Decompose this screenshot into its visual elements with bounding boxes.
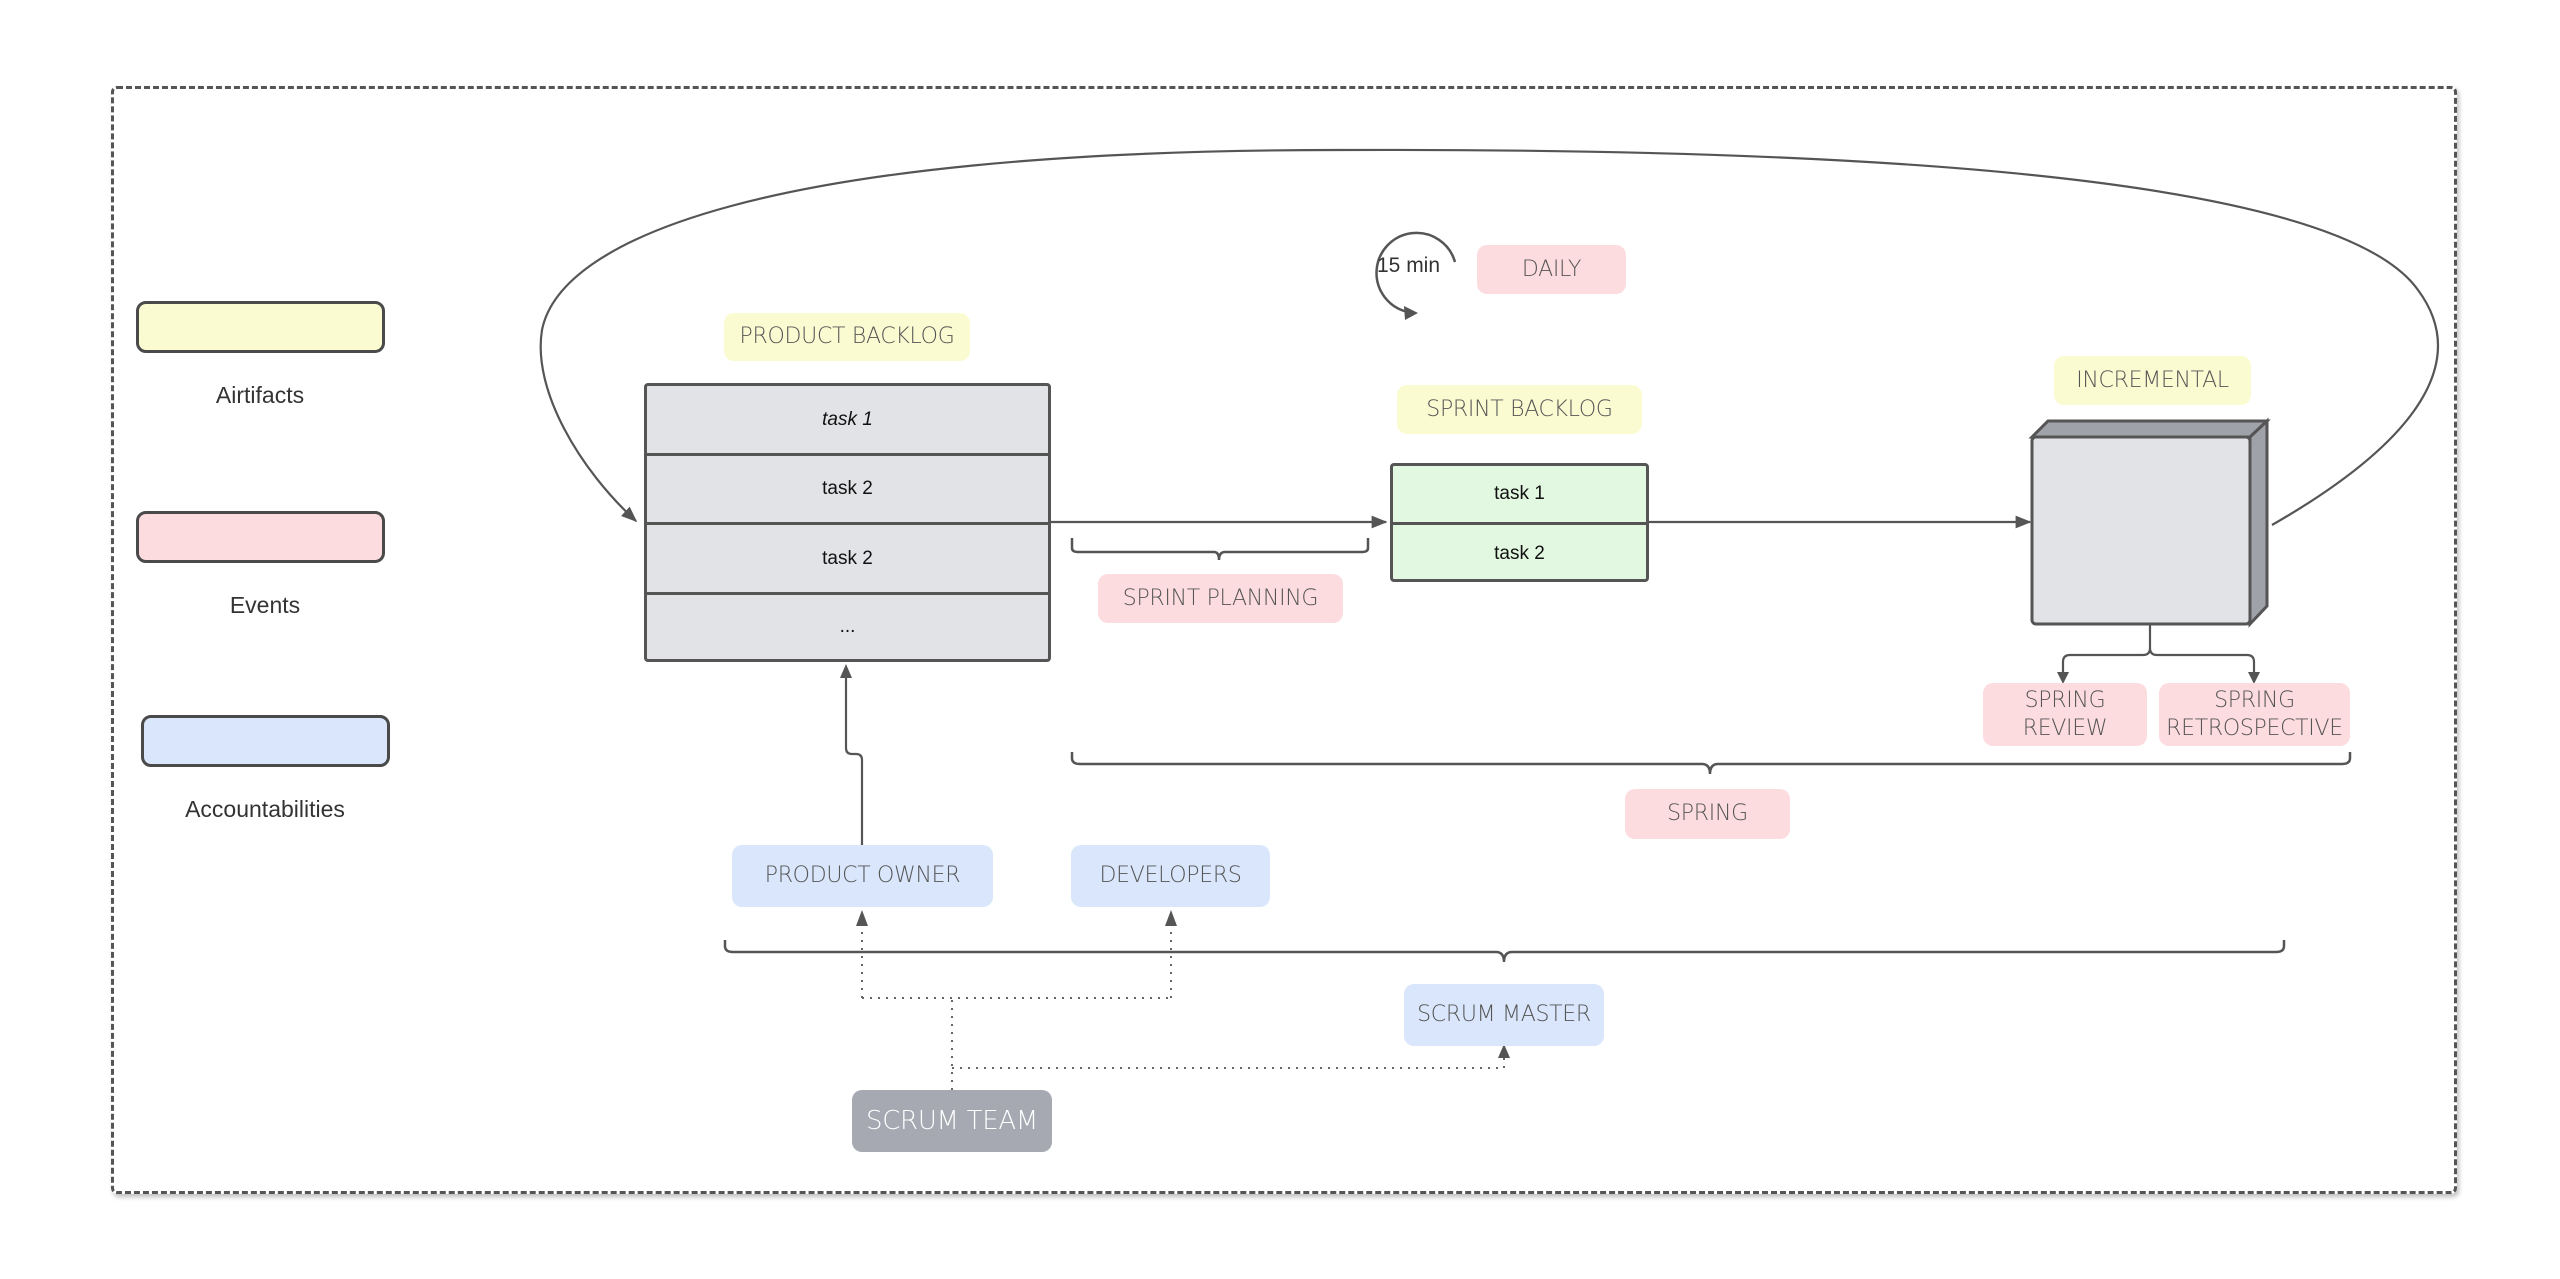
- owner-to-backlog-arrowhead: [840, 664, 852, 678]
- product-backlog-label: PRODUCT BACKLOG: [724, 313, 970, 361]
- increment-cube: [2028, 417, 2271, 628]
- master-arrowhead: [1498, 1044, 1510, 1058]
- diagram-frame: [111, 86, 2457, 1194]
- sprint-backlog-table: task 1 task 2: [1390, 463, 1649, 582]
- spring-retrospective-event: SPRING RETROSPECTIVE: [2159, 683, 2350, 746]
- owner-arrowhead: [856, 910, 868, 926]
- legend-events-label: Events: [229, 592, 301, 618]
- scrum-master-role: SCRUM MASTER: [1404, 984, 1604, 1046]
- legend-artifacts-swatch: [136, 301, 385, 353]
- timer-label: 15 min: [1377, 254, 1441, 277]
- retro-arrowhead: [2248, 672, 2260, 684]
- product-backlog-row: task 2: [647, 525, 1048, 595]
- daily-event: DAILY: [1477, 245, 1626, 294]
- feedback-loop-arrow: [539, 148, 2440, 526]
- legend-accountabilities-swatch: [141, 715, 390, 767]
- developers-arrowhead: [1165, 910, 1177, 926]
- sprint-planning-brace: [1070, 538, 1370, 561]
- incremental-label: INCREMENTAL: [2054, 356, 2251, 405]
- spring-brace: [1070, 752, 2352, 775]
- product-backlog-table: task 1 task 2 task 2 ...: [644, 383, 1051, 662]
- product-backlog-row: task 2: [647, 456, 1048, 525]
- sprint-backlog-label: SPRINT BACKLOG: [1397, 385, 1642, 434]
- sprint-backlog-row: task 1: [1393, 466, 1646, 525]
- spring-event: SPRING: [1625, 789, 1790, 839]
- developers-role: DEVELOPERS: [1071, 845, 1270, 907]
- legend-events-swatch: [136, 511, 385, 563]
- product-backlog-row: task 1: [647, 386, 1048, 456]
- sprint-backlog-row: task 2: [1494, 542, 1545, 564]
- increment-split-connector: [2061, 625, 2256, 680]
- product-backlog-row: ...: [839, 616, 856, 637]
- spring-review-event: SPRING REVIEW: [1983, 683, 2147, 746]
- review-arrowhead: [2057, 672, 2069, 684]
- sprint-planning-event: SPRINT PLANNING: [1098, 574, 1343, 623]
- legend-artifacts-label: Airtifacts: [215, 382, 305, 408]
- timer-ring: [1375, 231, 1457, 314]
- owner-to-backlog-connector: [844, 672, 864, 846]
- scrum-team-role: SCRUM TEAM: [852, 1090, 1052, 1152]
- timer-arrowhead: [1404, 306, 1418, 320]
- product-owner-role: PRODUCT OWNER: [732, 845, 993, 907]
- scrum-team-brace: [723, 940, 2286, 963]
- legend-accountabilities-label: Accountabilities: [185, 796, 345, 822]
